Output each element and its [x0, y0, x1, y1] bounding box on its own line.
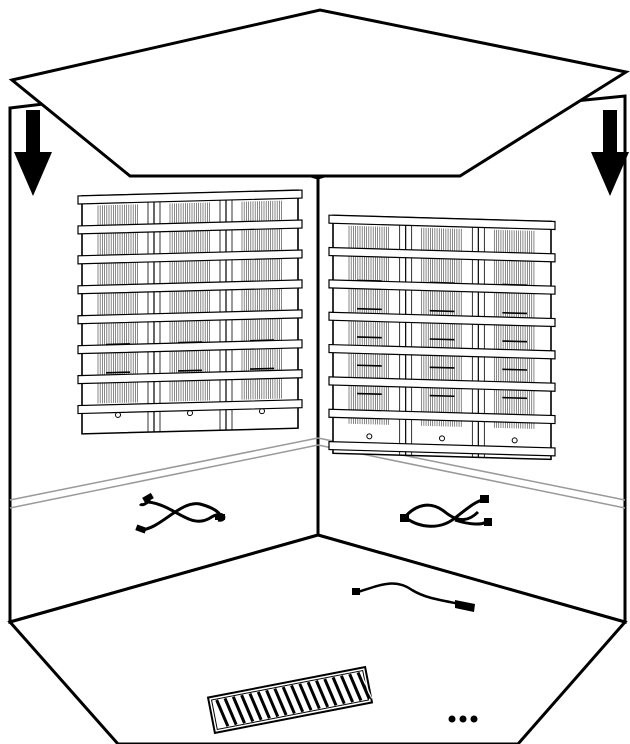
- floor-heater-rod: [273, 688, 288, 716]
- heater-slat: [77, 309, 303, 325]
- heater-slat: [77, 399, 303, 415]
- small-hardware: [448, 715, 478, 723]
- floor-heater-rod: [281, 686, 296, 714]
- heating-element: [493, 229, 535, 429]
- floor-heater-rod: [265, 689, 280, 718]
- floor-heater-rod: [331, 676, 346, 705]
- heater-slat: [328, 440, 556, 457]
- heater-slat: [328, 376, 556, 392]
- heater-slat: [328, 343, 556, 360]
- heating-element: [348, 225, 389, 425]
- heater-slat: [77, 249, 303, 265]
- floor-heater-rod: [290, 684, 305, 713]
- heater-slat: [328, 214, 556, 231]
- wall-heater-panel-left: [77, 189, 303, 435]
- heater-slat: [328, 279, 556, 295]
- heater-slat: [77, 219, 303, 235]
- wall-heater-panel-right: [328, 214, 556, 461]
- floor-heater-rod: [240, 694, 255, 723]
- floor-heater-rod: [356, 671, 371, 700]
- floor-panel: [7, 533, 628, 744]
- floor-heater-rod: [215, 699, 230, 727]
- floor-heater-rod: [323, 678, 338, 706]
- heater-slat: [328, 408, 556, 425]
- floor-heater-rod: [248, 692, 263, 721]
- floor-heater: [206, 665, 374, 735]
- floor-heater-rod: [256, 691, 271, 719]
- heating-element: [421, 227, 462, 427]
- floor-heater-rod: [298, 683, 313, 711]
- heating-element: [97, 204, 138, 404]
- floor-heater-rod: [339, 675, 354, 703]
- floor-heater-rod: [315, 680, 330, 708]
- heater-cable-left: [135, 492, 226, 534]
- heater-cable-right: [400, 495, 492, 528]
- down-arrow-left: [14, 110, 52, 196]
- heater-slat: [77, 369, 303, 385]
- floor-heater-rod: [223, 697, 238, 726]
- floor-heater-rod: [231, 696, 246, 724]
- heater-slat: [77, 189, 303, 205]
- heater-slat: [328, 311, 556, 328]
- heating-element: [169, 202, 210, 402]
- heating-element: [241, 200, 282, 400]
- heater-cable-floor: [352, 582, 475, 612]
- down-arrow-right: [591, 110, 629, 196]
- heater-slat: [77, 279, 303, 295]
- floor-heater-rod: [306, 681, 321, 710]
- floor-heater-rod: [348, 673, 363, 702]
- roof-panel: [8, 8, 630, 178]
- heater-slat: [328, 246, 556, 263]
- left-baseboard: [9, 437, 319, 509]
- heater-slat: [77, 339, 303, 355]
